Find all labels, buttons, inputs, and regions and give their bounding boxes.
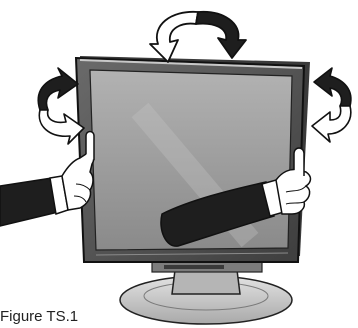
right-palm <box>276 169 311 214</box>
right-tilt-arrows <box>312 68 351 142</box>
swivel-arrows <box>150 12 246 62</box>
curved-arrow-right-icon <box>196 12 246 58</box>
curved-arrow-up-left-icon <box>38 68 78 110</box>
figure-caption: Figure TS.1 <box>0 308 78 325</box>
curved-arrow-left-icon <box>150 12 198 62</box>
curved-arrow-up-right-icon <box>314 68 351 106</box>
monitor-stand <box>120 262 292 324</box>
left-sleeve <box>0 178 58 226</box>
curved-arrow-down-right-icon <box>312 106 351 142</box>
